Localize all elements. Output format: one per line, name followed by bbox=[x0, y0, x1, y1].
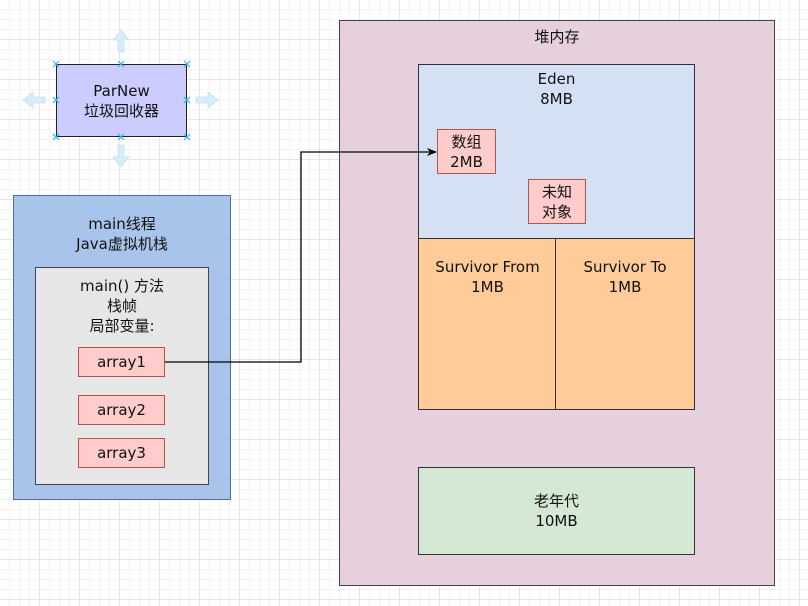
eden-name: Eden bbox=[537, 70, 576, 88]
arrow-down-hint-icon[interactable] bbox=[112, 144, 130, 168]
unknown-object-box[interactable]: 未知 对象 bbox=[528, 179, 586, 224]
eden-size: 8MB bbox=[540, 90, 573, 108]
array-object-line2: 2MB bbox=[450, 152, 483, 171]
old-gen-name: 老年代 bbox=[533, 492, 579, 510]
var-array1[interactable]: array1 bbox=[78, 347, 165, 377]
parnew-label-line1: ParNew bbox=[93, 81, 150, 100]
survivor-from-box[interactable]: Survivor From 1MB bbox=[418, 238, 557, 410]
stack-frame-line3: 局部变量: bbox=[89, 317, 155, 335]
arrow-left-hint-icon[interactable] bbox=[22, 91, 46, 109]
jvm-stack-title-line2: Java虚拟机栈 bbox=[76, 235, 168, 253]
jvm-stack-title-line1: main线程 bbox=[88, 215, 156, 233]
array-object-line1: 数组 bbox=[451, 132, 482, 151]
unknown-object-line2: 对象 bbox=[541, 202, 572, 221]
arrow-right-hint-icon[interactable] bbox=[195, 91, 219, 109]
var-array3-label: array3 bbox=[97, 444, 146, 462]
var-array2-label: array2 bbox=[97, 401, 146, 419]
survivor-from-size: 1MB bbox=[471, 278, 504, 296]
arrow-up-hint-icon[interactable] bbox=[112, 29, 130, 53]
survivor-to-name: Survivor To bbox=[583, 258, 667, 276]
stack-frame-line2: 栈帧 bbox=[106, 297, 137, 315]
parnew-label-line2: 垃圾回收器 bbox=[83, 101, 159, 120]
var-array1-label: array1 bbox=[97, 353, 146, 371]
stack-frame-line1: main() 方法 bbox=[80, 277, 164, 295]
var-array2[interactable]: array2 bbox=[78, 395, 165, 425]
survivor-from-name: Survivor From bbox=[435, 258, 540, 276]
heap-title: 堆内存 bbox=[534, 28, 580, 46]
survivor-to-box[interactable]: Survivor To 1MB bbox=[555, 238, 695, 410]
old-gen-box[interactable]: 老年代 10MB bbox=[418, 467, 695, 555]
survivor-to-size: 1MB bbox=[608, 278, 642, 296]
old-gen-size: 10MB bbox=[535, 512, 578, 530]
parnew-collector-box[interactable]: ParNew 垃圾回收器 bbox=[56, 64, 187, 137]
var-array3[interactable]: array3 bbox=[78, 438, 165, 468]
unknown-object-line1: 未知 bbox=[541, 182, 572, 201]
array-object-box[interactable]: 数组 2MB bbox=[437, 129, 496, 174]
